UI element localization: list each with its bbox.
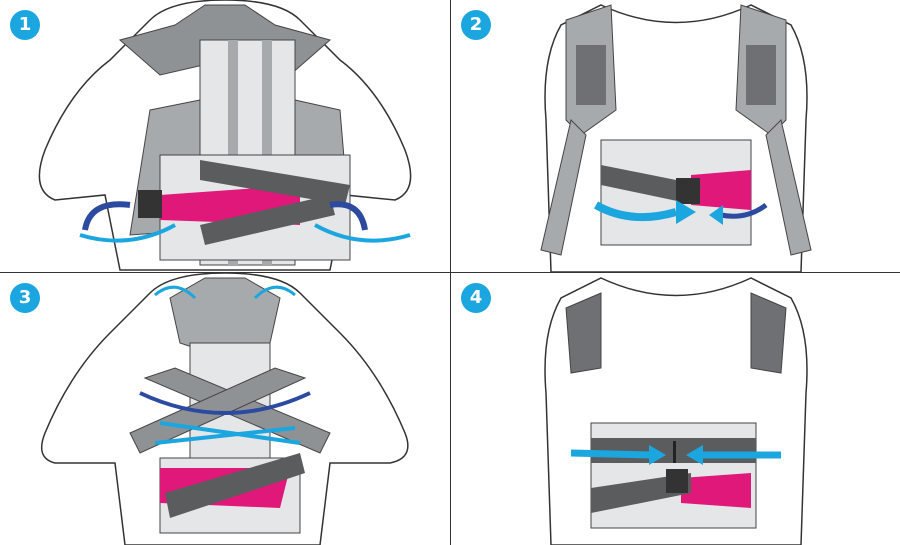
right-arm — [765, 119, 812, 256]
pink-strap — [691, 170, 751, 210]
dark-strap-upper — [200, 160, 350, 205]
shoulder-yoke — [169, 277, 281, 359]
pull-arrow-left — [594, 201, 678, 222]
cross-arrow-blue-b — [159, 421, 301, 445]
step-1-panel: 1 — [0, 0, 450, 272]
arrowhead-right — [686, 445, 703, 465]
step-badge: 4 — [461, 283, 491, 313]
step-4-illustration — [544, 277, 808, 545]
rotate-arrow-right — [329, 201, 368, 231]
step-3-illustration — [40, 273, 409, 545]
center-buckle — [673, 441, 676, 463]
step-badge: 1 — [10, 10, 40, 40]
pink-strap — [681, 473, 751, 508]
cross-arrow-dark — [139, 391, 311, 415]
step-badge: 3 — [10, 283, 40, 313]
tighten-arrow-left — [570, 449, 652, 459]
right-strap-pad — [746, 45, 776, 105]
left-arm — [540, 119, 587, 256]
swing-arrow-right — [314, 223, 411, 243]
pull-arrow-right — [720, 202, 768, 219]
arrowhead-right — [709, 205, 723, 225]
left-strap-pad — [576, 45, 606, 105]
right-shoulder-pad — [750, 292, 787, 374]
cross-arrow-blue-a — [154, 426, 296, 445]
step-4-panel: 4 — [451, 273, 900, 545]
step-badge: 2 — [461, 10, 491, 40]
stay-right — [262, 40, 272, 265]
dark-strap-lower — [200, 195, 335, 245]
arrowhead-left — [649, 445, 666, 465]
horizontal-divider — [0, 272, 900, 273]
step-2-illustration — [540, 4, 812, 272]
step-1-illustration — [38, 0, 412, 271]
shoulder-arrow-left — [154, 285, 197, 300]
swing-arrow-left — [79, 223, 176, 243]
arrowhead-left — [676, 200, 696, 224]
brand-tag — [138, 190, 162, 218]
shoulder-arrow-right — [253, 285, 296, 300]
step-2-panel: 2 — [451, 0, 900, 272]
brand-tag — [676, 178, 700, 204]
dark-strap — [165, 453, 305, 518]
step-3-panel: 3 — [0, 273, 450, 545]
left-shoulder-pad — [565, 292, 602, 374]
cross-strap-a — [143, 367, 331, 454]
brand-tag — [666, 469, 688, 493]
rotate-arrow-left — [82, 201, 131, 231]
stay-left — [228, 40, 238, 265]
